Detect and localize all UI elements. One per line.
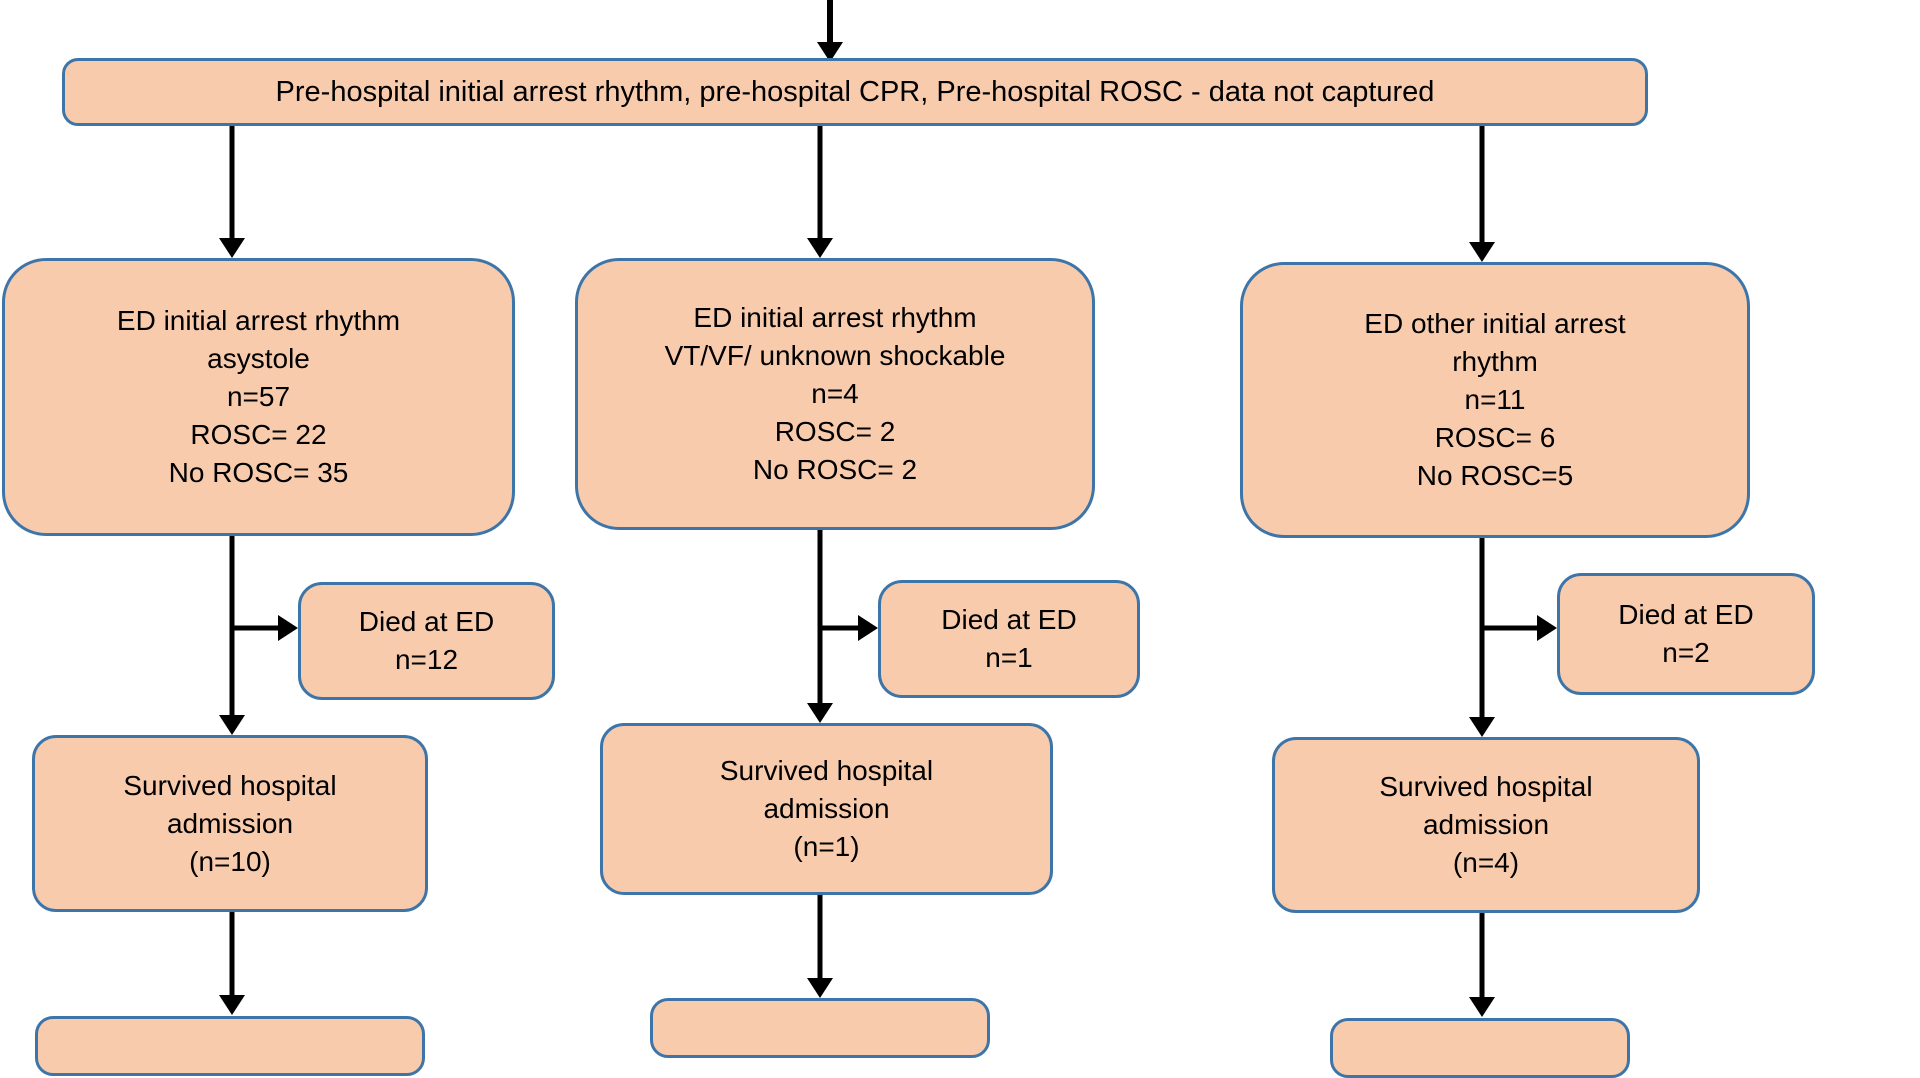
arrow-shockable-to-survived: [807, 530, 833, 723]
rhythm-rosc-value: ROSC= 22: [190, 419, 327, 450]
died-label: Died at ED: [1618, 599, 1754, 630]
top-note-text: Pre-hospital initial arrest rhythm, pre-…: [275, 75, 1435, 108]
died-n-value: n=2: [1662, 637, 1710, 668]
rhythm-line: ED initial arrest rhythm: [116, 305, 401, 336]
arrow-survived3-to-next: [1469, 913, 1495, 1017]
died-n-value: n=1: [985, 642, 1033, 673]
rhythm-no-rosc-value: No ROSC=5: [1416, 460, 1574, 491]
survived-label: Survived hospital: [719, 755, 934, 786]
survived-box-shockable: Survived hospital admission (n=1): [600, 723, 1053, 895]
arrow-branch-to-died-3: [1480, 615, 1557, 641]
rhythm-box-other: ED other initial arrest rhythm n=11 ROSC…: [1240, 262, 1750, 538]
rhythm-box-shockable: ED initial arrest rhythm VT/VF/ unknown …: [575, 258, 1095, 530]
survived-label: admission: [166, 807, 294, 839]
rhythm-n-value: n=4: [811, 378, 859, 409]
rhythm-no-rosc-value: No ROSC= 2: [752, 454, 918, 485]
rhythm-box-asystole: ED initial arrest rhythm asystole n=57 R…: [2, 258, 515, 536]
survived-label: admission: [1422, 809, 1550, 840]
rhythm-line: rhythm: [1452, 346, 1538, 377]
died-box-other: Died at ED n=2: [1557, 573, 1815, 695]
arrow-other-to-survived: [1469, 538, 1495, 737]
rhythm-no-rosc-value: No ROSC= 35: [168, 457, 349, 488]
top-note-box: Pre-hospital initial arrest rhythm, pre-…: [62, 58, 1648, 126]
died-label: Died at ED: [358, 606, 495, 637]
died-n-value: n=12: [394, 644, 459, 675]
survived-n-value: (n=10): [189, 845, 271, 877]
connector-arrows: [219, 0, 1557, 1017]
survived-n-value: (n=4): [1452, 847, 1520, 878]
arrow-note-to-other: [1469, 126, 1495, 262]
survived-n-value: (n=1): [793, 831, 860, 862]
rhythm-rosc-value: ROSC= 2: [774, 416, 896, 447]
rhythm-n-value: n=57: [226, 381, 291, 412]
survived-label: admission: [763, 793, 890, 824]
arrow-branch-to-died-2: [818, 615, 878, 641]
rhythm-line: ED initial arrest rhythm: [693, 302, 977, 333]
continuation-box-shockable: [650, 998, 990, 1058]
survived-box-asystole: Survived hospital admission (n=10): [32, 735, 428, 912]
arrow-note-to-shockable: [807, 126, 833, 258]
rhythm-line: VT/VF/ unknown shockable: [664, 340, 1006, 371]
arrow-note-to-asystole: [219, 126, 245, 258]
survived-label: Survived hospital: [1379, 771, 1593, 802]
flow-diagram: Pre-hospital initial arrest rhythm, pre-…: [2, 0, 1815, 1078]
continuation-box-other: [1330, 1018, 1630, 1078]
rhythm-n-value: n=11: [1464, 384, 1526, 415]
survived-label: Survived hospital: [123, 769, 337, 801]
arrow-asystole-to-survived: [219, 536, 245, 735]
rhythm-rosc-value: ROSC= 6: [1434, 422, 1556, 453]
rhythm-line: ED other initial arrest: [1364, 308, 1626, 339]
rhythm-line: asystole: [207, 343, 310, 374]
died-box-shockable: Died at ED n=1: [878, 580, 1140, 698]
continuation-box-asystole: [35, 1016, 425, 1076]
arrow-survived1-to-next: [219, 912, 245, 1015]
arrow-survived2-to-next: [807, 895, 833, 998]
survived-box-other: Survived hospital admission (n=4): [1272, 737, 1700, 913]
died-box-asystole: Died at ED n=12: [298, 582, 555, 700]
died-label: Died at ED: [941, 604, 1077, 635]
arrow-into-top-note: [817, 0, 843, 62]
arrow-branch-to-died-1: [230, 615, 298, 641]
